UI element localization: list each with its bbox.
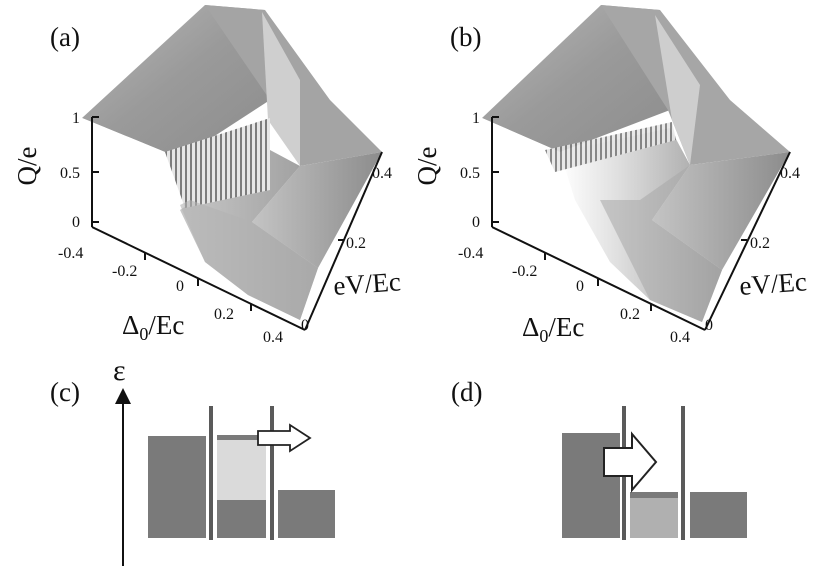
panel-b-surface bbox=[482, 5, 790, 322]
panel-a-axes bbox=[91, 116, 383, 331]
panel-a-xtick-1: -0.4 bbox=[58, 245, 83, 262]
energy-axis: ε bbox=[113, 354, 131, 566]
right-electrode bbox=[278, 490, 335, 538]
panel-b-ytick-3: 0.4 bbox=[780, 165, 800, 182]
island-upper-level bbox=[217, 435, 266, 440]
panel-b-ztick-2: 0.5 bbox=[460, 165, 480, 182]
island-level bbox=[630, 498, 678, 538]
panel-a-label: (a) bbox=[50, 22, 80, 52]
panel-a-xtick-3: 0 bbox=[176, 278, 184, 295]
panel-b-ylabel: eV/Ec bbox=[738, 266, 807, 301]
panel-d-label: (d) bbox=[451, 377, 482, 407]
island-gap-region bbox=[217, 440, 266, 500]
panel-b-xtick-2: -0.2 bbox=[512, 263, 537, 280]
panel-a-surface bbox=[82, 5, 382, 320]
panel-a-zlabel: Q/e bbox=[12, 146, 42, 185]
panel-a-xtick-2: -0.2 bbox=[112, 263, 137, 280]
panel-b-zlabel: Q/e bbox=[412, 146, 442, 185]
left-electrode bbox=[148, 436, 206, 538]
panel-b-xtick-1: -0.4 bbox=[458, 245, 483, 262]
panel-a-ytick-3: 0.4 bbox=[372, 165, 392, 182]
panel-b-xtick-5: 0.4 bbox=[670, 329, 690, 346]
panel-a: (a) bbox=[12, 5, 402, 346]
panel-c: (c) ε bbox=[50, 354, 335, 566]
panel-a-ytick-1: 0 bbox=[301, 317, 309, 334]
right-barrier bbox=[681, 406, 685, 540]
right-electrode bbox=[690, 492, 747, 538]
panel-b-ytick-2: 0.2 bbox=[750, 235, 770, 252]
panel-b-ytick-1: 0 bbox=[705, 317, 713, 334]
island-filled-level bbox=[217, 500, 266, 538]
left-barrier bbox=[209, 406, 213, 540]
panel-b-ztick-3: 0 bbox=[472, 214, 480, 231]
energy-axis-label: ε bbox=[113, 354, 126, 387]
right-barrier bbox=[270, 406, 274, 540]
panel-a-ylabel: eV/Ec bbox=[332, 266, 401, 301]
arrow-right-icon bbox=[603, 431, 658, 493]
panel-a-xlabel: Δ0/Ec bbox=[122, 310, 184, 344]
panel-b-xtick-4: 0.2 bbox=[620, 306, 640, 323]
panel-a-xtick-4: 0.2 bbox=[214, 306, 234, 323]
panel-a-xtick-5: 0.4 bbox=[263, 329, 283, 346]
panel-b-ztick-1: 1 bbox=[472, 110, 480, 127]
panel-b-axes bbox=[491, 116, 791, 331]
panel-a-ztick-1: 1 bbox=[72, 110, 80, 127]
panel-c-label: (c) bbox=[50, 377, 80, 407]
panel-b-xlabel: Δ0/Ec bbox=[522, 312, 584, 346]
island-edge bbox=[630, 492, 678, 498]
panel-b-xtick-3: 0 bbox=[576, 278, 584, 295]
panel-a-ytick-2: 0.2 bbox=[346, 235, 366, 252]
arrow-right-icon bbox=[257, 423, 312, 453]
panel-b-label: (b) bbox=[450, 22, 481, 52]
panel-d: (d) bbox=[451, 377, 747, 540]
panel-a-ztick-3: 0 bbox=[72, 214, 80, 231]
panel-a-ztick-2: 0.5 bbox=[60, 165, 80, 182]
panel-b: (b) bbox=[412, 5, 808, 346]
